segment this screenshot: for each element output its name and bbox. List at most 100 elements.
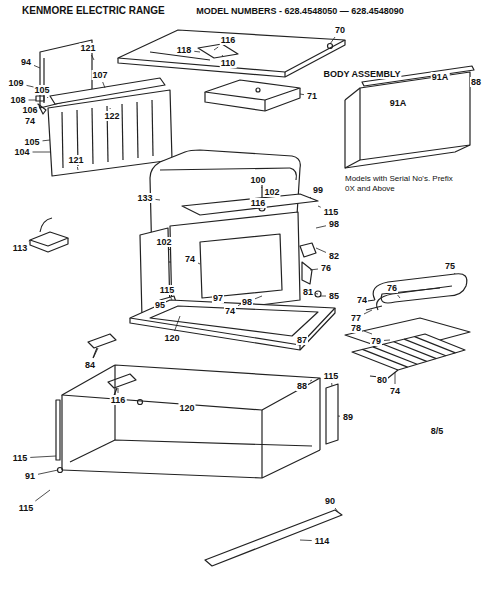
leader-line [454,273,456,274]
callout-number: 97 [212,293,224,303]
toe-kick [205,510,342,566]
callout-number: 91A [389,98,408,108]
callout-number: 94 [20,57,32,67]
callout-number: 121 [79,43,96,53]
panel-slot [137,102,138,158]
leader-line [318,206,321,207]
callout-number: 88 [470,77,482,87]
leader-line [331,383,332,386]
callout-number: 102 [155,237,172,247]
lower-cabinet [56,365,320,478]
leader-line [300,94,304,96]
callout-number: 118 [176,45,193,55]
callout-number: 115 [159,285,176,295]
callout-number: 91 [24,471,36,481]
terminal-block [30,218,68,252]
callout-number: 74 [356,295,368,305]
callout-number: 116 [110,395,127,405]
leader-line [118,388,119,393]
leader-line [175,316,180,331]
top-panel [118,30,345,77]
leader-line [171,297,173,300]
callout-number: 115 [18,503,35,513]
callout-number: 122 [103,111,120,121]
callout-number: 115 [323,207,340,217]
callout-number: 120 [178,403,195,413]
rack-wire [404,339,446,356]
callout-number: 115 [12,453,29,463]
leader-line [92,55,95,60]
leader-line [255,296,262,299]
callout-number: 88 [296,381,308,391]
leader-line [316,226,326,228]
callout-number: 91A [431,72,450,82]
callout-number: 105 [23,137,40,147]
inset-cabinet [345,66,474,168]
leader-line [29,100,36,101]
callout-number: 115 [323,371,340,381]
callout-number: 116 [250,198,267,208]
oven-bottom [130,300,335,350]
callout-number: 105 [33,85,50,95]
callout-number: 99 [312,185,324,195]
callout-number: 81 [302,287,314,297]
leader-line [330,37,335,44]
leader-line [335,508,338,512]
panel-slot [152,100,153,156]
oven-rack [345,318,470,378]
callout-number: 74 [184,254,196,264]
leader-line [110,108,111,109]
leader-line [261,187,263,188]
callout-number: 78 [350,323,362,333]
leader-line [300,540,312,542]
leader-line [77,167,79,170]
leader-line [364,331,372,334]
callout-number: 95 [154,300,166,310]
callout-number: 76 [386,283,398,293]
panel-slot [122,104,123,160]
callout-number: 82 [328,251,340,261]
leader-line [310,269,318,271]
leader-line [364,310,372,314]
callout-number: 75 [444,261,456,271]
note-text: BODY ASSEMBLY [322,69,401,79]
callout-number: 79 [370,336,382,346]
panel-slot [92,108,93,164]
leader-line [29,240,30,241]
callout-number: 70 [334,25,346,35]
callout-number: 85 [328,291,340,301]
callout-number: 84 [84,360,96,370]
leader-line [338,416,340,417]
callout-number: 80 [376,375,388,385]
leader-line [310,380,312,381]
callout-number: 74 [24,116,36,126]
leader-line [398,295,400,298]
leader-line [43,140,50,142]
callout-number: 8/5 [430,426,445,436]
note-text: MODEL NUMBERS - 628.4548050 — 628.454809… [195,6,404,16]
callout-number: 87 [296,335,308,345]
back-panel [48,90,172,176]
leader-line [310,197,311,198]
leader-line [93,348,98,358]
leader-line [222,55,224,56]
rack-wire [394,342,437,359]
callout-number: 98 [241,297,253,307]
leader-line [194,51,200,53]
leader-line [169,249,171,250]
leader-line [316,293,318,294]
leader-line [214,47,218,50]
callout-number: 98 [328,219,340,229]
leader-line [35,490,50,501]
callout-number: 113 [12,243,29,253]
callout-number: 74 [389,386,401,396]
leader-line [103,82,105,88]
callout-number: 76 [320,263,332,273]
callout-number: 107 [91,70,108,80]
callout-number: 110 [220,58,237,68]
leader-line [384,340,390,341]
callout-number: 89 [342,412,354,422]
diagram-title: KENMORE ELECTRIC RANGE [22,5,165,16]
callout-number: 121 [67,155,84,165]
callout-number: 133 [136,193,153,203]
